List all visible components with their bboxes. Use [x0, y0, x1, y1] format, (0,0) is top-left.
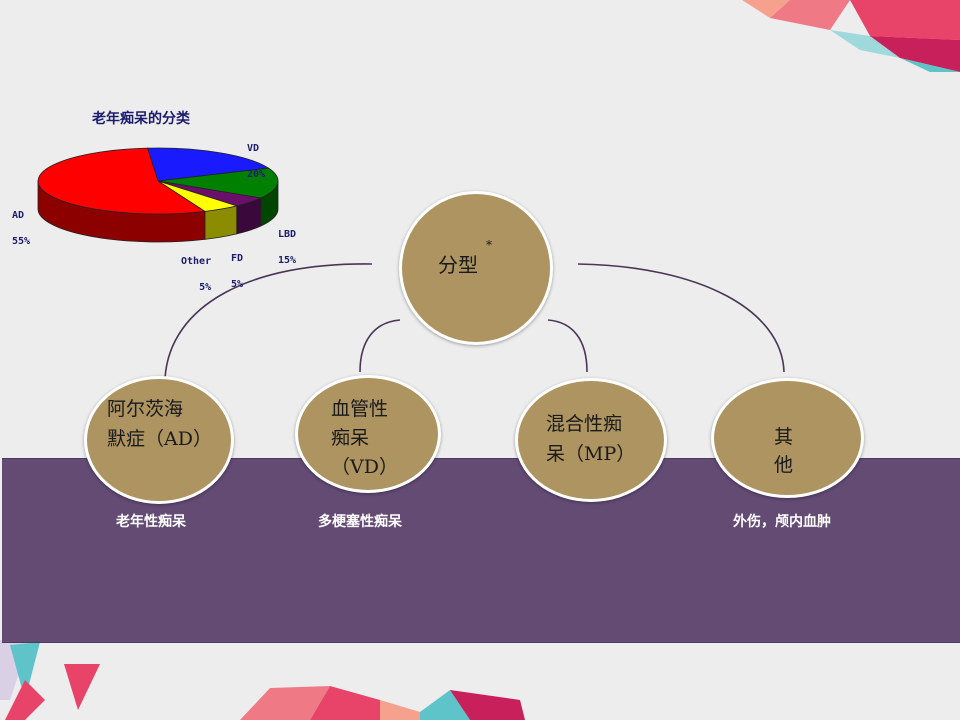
connector-other — [577, 263, 785, 373]
pie-label-fd: FD 5% — [231, 239, 243, 291]
type-ad-line2: 默症（AD） — [107, 428, 212, 450]
pie-label-other: Other 5% — [181, 242, 211, 294]
pie-label-other-value: 5% — [199, 282, 212, 293]
deco-shape — [770, 0, 850, 30]
type-mp-line2: 呆（MP） — [546, 443, 636, 465]
pie-label-vd-name: VD — [247, 143, 260, 154]
type-vd-line2: 痴呆 — [331, 427, 370, 449]
type-circle-other — [711, 378, 864, 498]
pie-label-ad: AD 55% — [12, 196, 30, 248]
deco-shape — [64, 664, 100, 710]
type-other-note: 外伤，颅内血肿 — [733, 514, 831, 530]
center-label: 分型 — [438, 253, 478, 277]
pie-label-fd-value: 5% — [231, 279, 244, 290]
type-ad-line1: 阿尔茨海 — [107, 398, 184, 420]
deco-shape — [240, 686, 330, 720]
pie-label-lbd-value: 15% — [278, 255, 297, 266]
pie-slice-vd — [146, 147, 270, 182]
type-circle-vd — [295, 375, 441, 493]
deco-shape — [310, 686, 380, 720]
type-vd-line3: （VD） — [331, 456, 398, 478]
pie-title: 老年痴呆的分类 — [92, 111, 190, 127]
type-ad-note: 老年性痴呆 — [116, 514, 186, 530]
type-circle-mp — [515, 378, 667, 502]
deco-shape — [420, 690, 470, 720]
deco-shape — [5, 680, 45, 720]
pie-slice-ad — [37, 147, 207, 215]
deco-shape — [830, 30, 900, 58]
pie-label-vd-value: 20% — [247, 169, 266, 180]
pie-label-other-name: Other — [181, 256, 212, 267]
deco-shape — [380, 700, 420, 720]
deco-shape — [742, 0, 790, 18]
type-other-line2: 他 — [774, 454, 794, 476]
deco-shape — [900, 58, 960, 72]
pie-label-lbd: LBD 15% — [278, 215, 296, 267]
pie-slice-lbd — [157, 167, 279, 199]
center-marker: * — [486, 238, 492, 252]
connector-vd — [359, 319, 401, 373]
center-circle — [399, 191, 553, 345]
pie-label-ad-name: AD — [12, 210, 25, 221]
connector-mp — [547, 319, 588, 373]
deco-shape — [10, 642, 40, 700]
pie-label-fd-name: FD — [231, 253, 244, 264]
deco-shape — [450, 690, 525, 720]
pie-label-lbd-name: LBD — [278, 229, 297, 240]
type-vd-line1: 血管性 — [331, 398, 389, 420]
connector-ad — [164, 263, 373, 379]
pie-label-vd: VD 20% — [247, 129, 265, 181]
type-vd-note: 多梗塞性痴呆 — [318, 514, 402, 530]
type-mp-line1: 混合性痴 — [546, 413, 623, 435]
type-other-line1: 其 — [774, 426, 794, 448]
deco-shape — [850, 0, 960, 40]
pie-label-ad-value: 55% — [12, 236, 31, 247]
type-circle-ad — [84, 376, 234, 504]
deco-shape — [870, 36, 960, 72]
